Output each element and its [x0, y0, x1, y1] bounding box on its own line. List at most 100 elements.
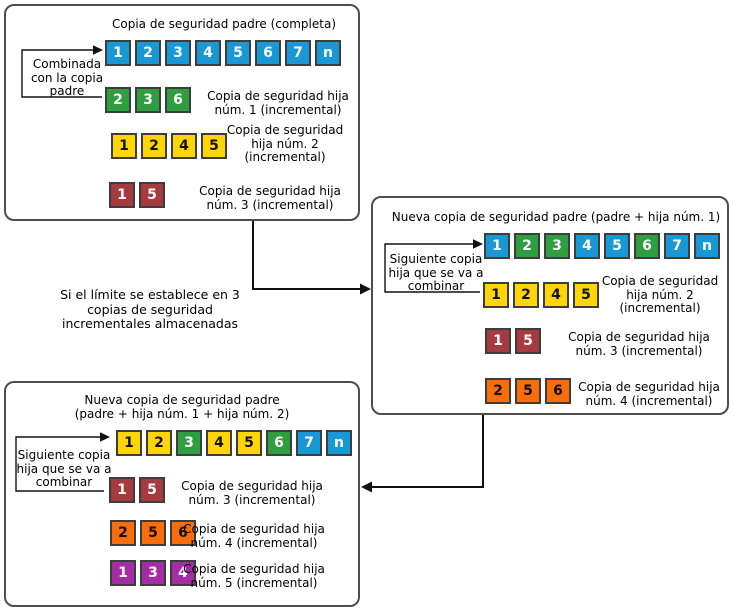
backup-block-green: 6: [634, 233, 660, 259]
backup-block-blue: 2: [135, 40, 161, 66]
text-line: Copia de seguridad padre (completa): [111, 17, 337, 31]
text-line: núm. 3 (incremental): [188, 492, 316, 507]
backup-block-purple: 1: [110, 560, 136, 586]
text-line: con la copia: [30, 70, 104, 85]
backup-block-yellow: 1: [116, 430, 142, 456]
box-title: Nueva copia de seguridad padre(padre + h…: [16, 393, 348, 421]
backup-block-green: 2: [105, 87, 131, 113]
backup-block-blue: 7: [664, 233, 690, 259]
text-line: Copia de seguridad hija: [207, 89, 349, 103]
text-line: núm. 3 (incremental): [206, 197, 334, 212]
backup-block-blue: 4: [195, 40, 221, 66]
backup-block-yellow: 2: [146, 430, 172, 456]
backup-block-yellow: 5: [201, 133, 227, 159]
backup-block-blue: n: [694, 233, 720, 259]
backup-block-purple: 4: [170, 560, 196, 586]
backup-block-blue: n: [315, 40, 341, 66]
box-title: Nueva copia de seguridad padre (padre + …: [391, 210, 721, 224]
backup-block-blue: 4: [574, 233, 600, 259]
text-line: Copia de seguridad hija: [199, 184, 341, 198]
text-line: núm. 1 (incremental): [214, 102, 342, 117]
text-line: (incremental): [244, 150, 326, 164]
backup-block-orange: 2: [110, 520, 136, 546]
box-new-parent-1: Nueva copia de seguridad padre (padre + …: [371, 196, 729, 415]
backup-block-blue: 5: [604, 233, 630, 259]
arrow-box2-to-box3: [361, 415, 484, 493]
text-line: Si el límite se establece en 3: [60, 287, 240, 302]
backup-block-blue: 6: [255, 40, 281, 66]
backup-block-green: 6: [266, 430, 292, 456]
text-line: Copia de seguridad hija: [568, 330, 710, 344]
backup-block-orange: 5: [140, 520, 166, 546]
backup-block-yellow: 4: [206, 430, 232, 456]
text-line: Nueva copia de seguridad padre (padre + …: [391, 210, 721, 224]
text-line: núm. 3 (incremental): [575, 343, 703, 358]
backup-block-red: 5: [139, 477, 165, 503]
backup-block-green: 6: [165, 87, 191, 113]
text-line: núm. 5 (incremental): [190, 575, 318, 590]
box-title: Copia de seguridad padre (completa): [94, 17, 354, 31]
text-line: copias de seguridad: [87, 301, 213, 317]
text-line: Copia de seguridad: [226, 123, 344, 137]
backup-block-orange: 5: [515, 378, 541, 404]
text-line: hija que se va a: [388, 265, 484, 280]
backup-block-red: 1: [485, 328, 511, 354]
text-line: Nueva copia de seguridad padre: [84, 393, 280, 407]
backup-block-orange: 2: [485, 378, 511, 404]
text-line: combinar: [407, 279, 465, 293]
backup-block-blue: 7: [285, 40, 311, 66]
text-line: hija núm. 2: [626, 287, 694, 302]
backup-block-red: 5: [515, 328, 541, 354]
backup-block-yellow: 1: [483, 282, 509, 308]
backup-block-yellow: 2: [513, 282, 539, 308]
text-line: Siguiente copia: [17, 448, 111, 462]
text-line: hija que se va a: [16, 461, 112, 476]
backup-block-orange: 6: [545, 378, 571, 404]
backup-block-green: 2: [514, 233, 540, 259]
text-line: combinar: [35, 475, 93, 489]
backup-block-blue: 3: [165, 40, 191, 66]
backup-block-yellow: 1: [111, 133, 137, 159]
text-line: Copia de seguridad hija: [183, 562, 325, 576]
backup-block-yellow: 4: [543, 282, 569, 308]
backup-block-blue: 1: [105, 40, 131, 66]
arrow-box1-to-box2: [252, 221, 371, 295]
text-line: (padre + hija núm. 1 + hija núm. 2): [74, 407, 290, 421]
backup-block-green: 3: [544, 233, 570, 259]
backup-block-red: 1: [109, 477, 135, 503]
text-line: Combinada: [32, 57, 102, 71]
text-line: (incremental): [619, 301, 701, 315]
text-line: Copia de seguridad hija: [578, 380, 720, 394]
backup-block-blue: 1: [484, 233, 510, 259]
backup-block-blue: 5: [225, 40, 251, 66]
text-line: núm. 4 (incremental): [585, 393, 713, 408]
backup-block-green: 3: [135, 87, 161, 113]
backup-block-yellow: 5: [236, 430, 262, 456]
text-line: Copia de seguridad hija: [183, 522, 325, 536]
backup-block-orange: 6: [170, 520, 196, 546]
backup-block-red: 1: [109, 182, 135, 208]
backup-block-yellow: 5: [573, 282, 599, 308]
backup-block-yellow: 2: [141, 133, 167, 159]
backup-block-red: 5: [139, 182, 165, 208]
text-line: núm. 4 (incremental): [190, 535, 318, 550]
